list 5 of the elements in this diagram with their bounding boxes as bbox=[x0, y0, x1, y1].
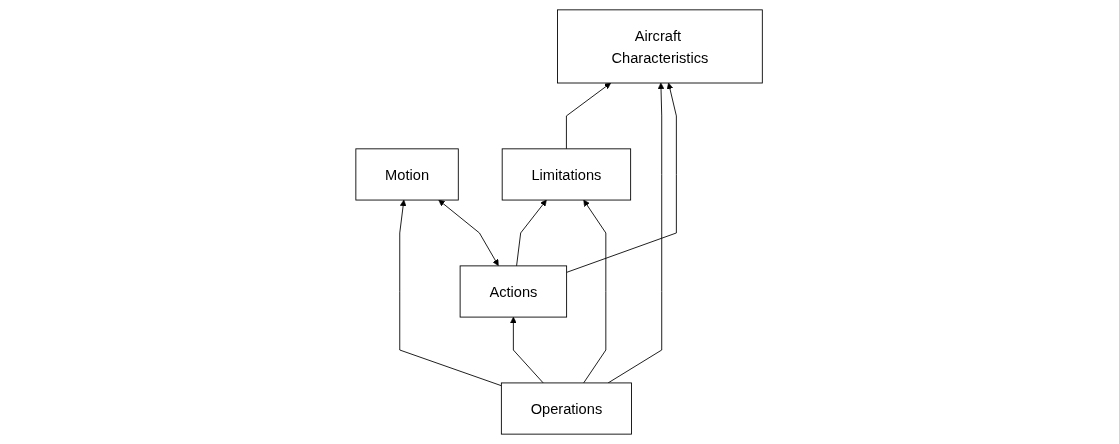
node-box: Actions bbox=[460, 265, 568, 318]
node-box: Limitations bbox=[502, 148, 632, 201]
node-box: Operations bbox=[501, 382, 633, 435]
node-box: Aircraft Characteristics bbox=[557, 9, 764, 84]
node-box: Motion bbox=[355, 148, 460, 201]
